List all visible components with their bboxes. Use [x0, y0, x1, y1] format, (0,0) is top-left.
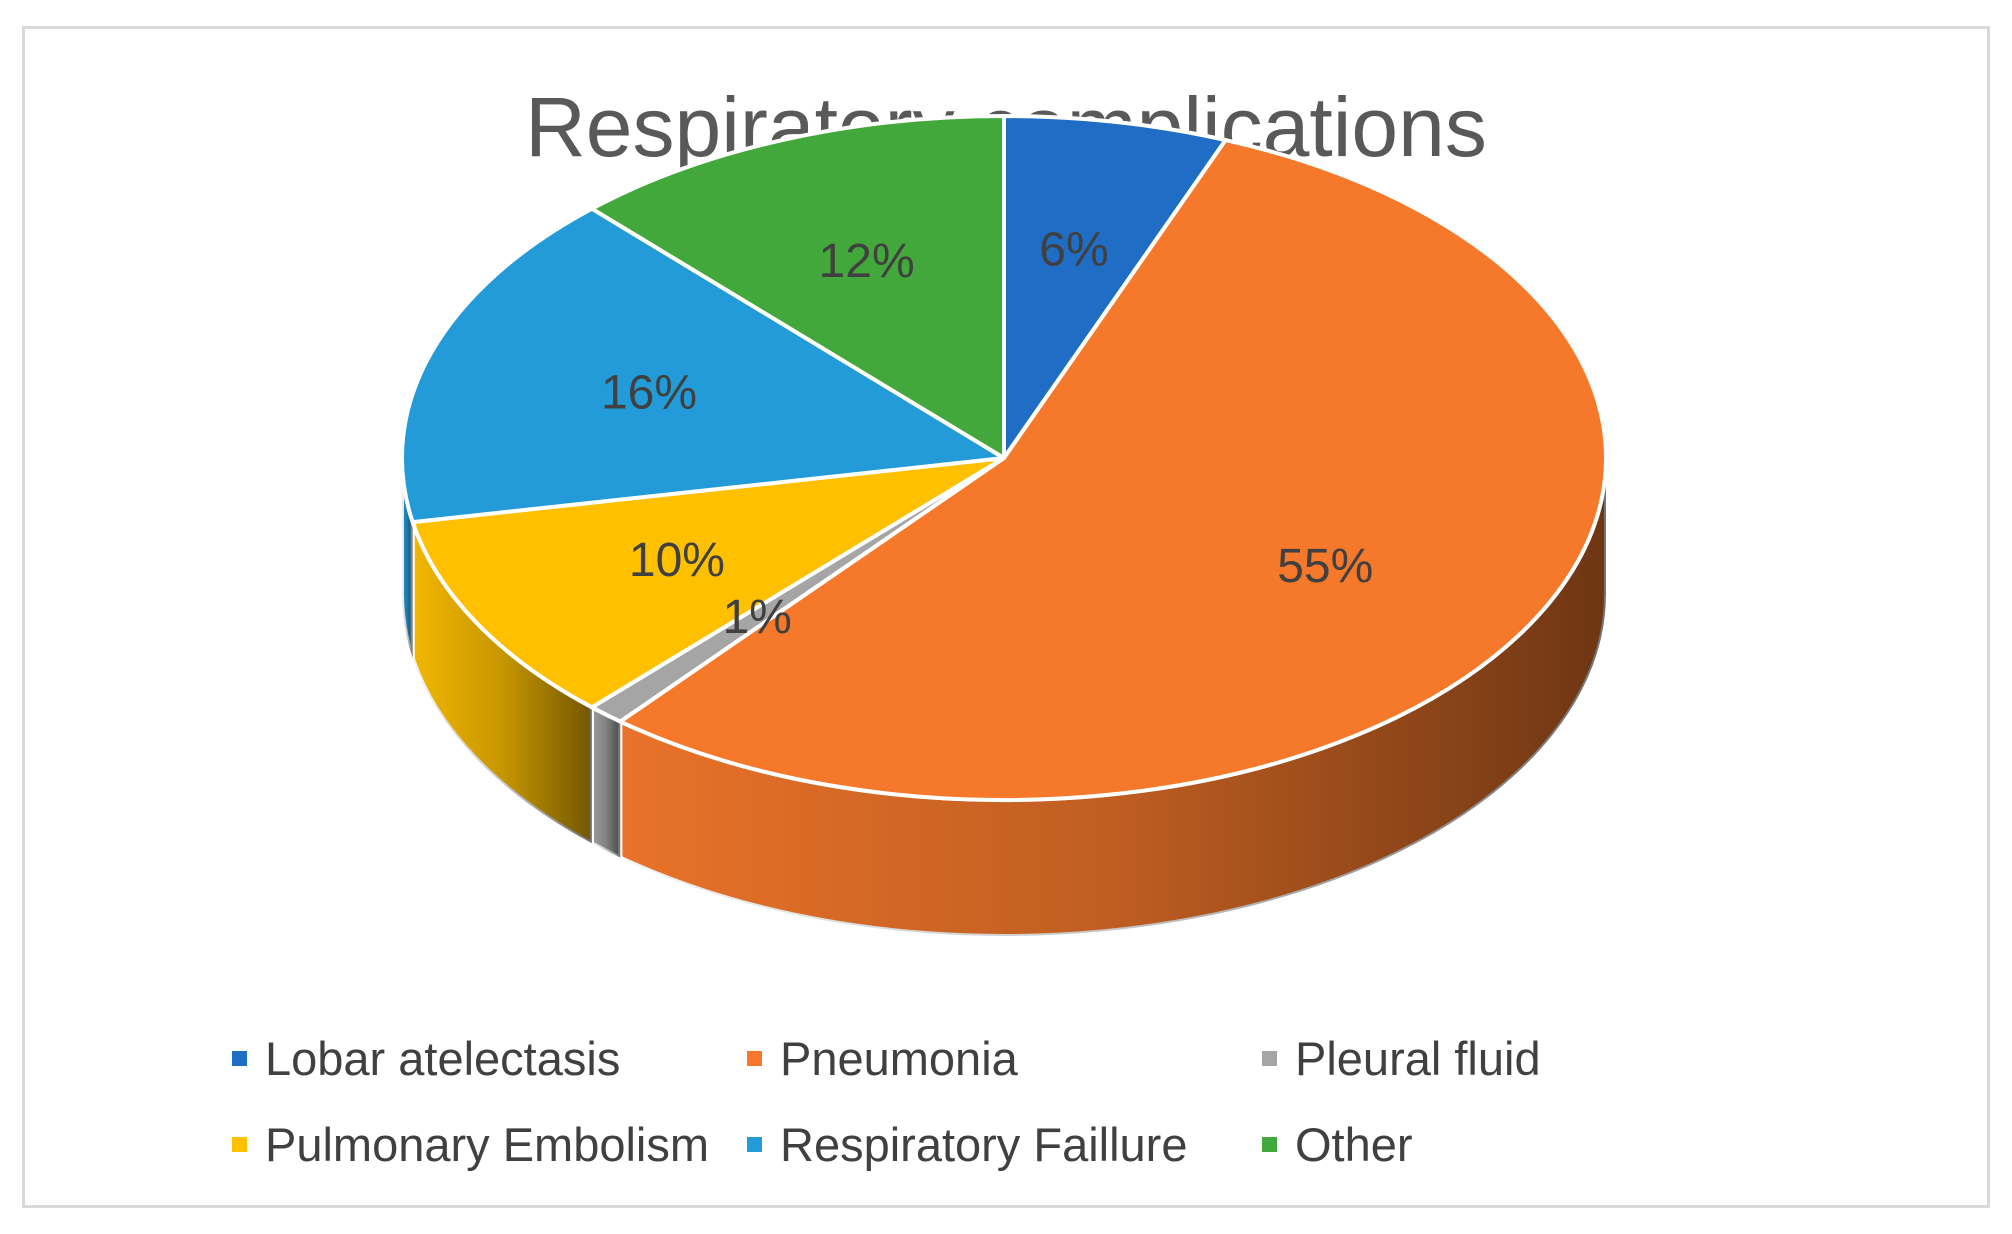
- legend-label: Respiratory Faillure: [780, 1117, 1188, 1171]
- legend-item-pulmonary-embolism: Pulmonary Embolism: [232, 1104, 709, 1184]
- slice-side-shade: [402, 458, 413, 659]
- data-label-pleural-fluid: 1%: [722, 591, 791, 644]
- legend-item-pleural-fluid: Pleural fluid: [1262, 1018, 1541, 1098]
- slice-side-shade: [620, 458, 1606, 936]
- legend-label: Other: [1295, 1117, 1413, 1171]
- legend-swatch: [232, 1136, 247, 1152]
- legend-label: Pleural fluid: [1295, 1031, 1541, 1085]
- legend-swatch: [747, 1050, 762, 1066]
- data-label-pulmonary-embolism: 10%: [629, 534, 725, 587]
- data-label-respiratory-faillure: 16%: [601, 366, 697, 419]
- legend-label: Pulmonary Embolism: [265, 1117, 710, 1171]
- legend-swatch: [1262, 1050, 1277, 1066]
- slice-pneumonia[interactable]: [618, 138, 1608, 802]
- legend-item-other: Other: [1262, 1104, 1413, 1184]
- legend-swatch: [1262, 1136, 1277, 1152]
- legend-item-respiratory-faillure: Respiratory Faillure: [747, 1104, 1187, 1184]
- legend-swatch: [232, 1050, 247, 1066]
- data-label-lobar-atelectasis: 6%: [1039, 224, 1108, 277]
- data-label-pneumonia: 55%: [1277, 540, 1373, 593]
- legend-swatch: [747, 1136, 762, 1152]
- legend-item-pneumonia: Pneumonia: [747, 1018, 1018, 1098]
- slice-respiratory-faillure[interactable]: [400, 206, 1006, 525]
- slice-pulmonary-embolism[interactable]: [410, 456, 1006, 710]
- legend-label: Lobar atelectasis: [265, 1031, 621, 1085]
- legend-item-lobar-atelectasis: Lobar atelectasis: [232, 1018, 620, 1098]
- data-label-other: 12%: [819, 235, 915, 288]
- legend-label: Pneumonia: [780, 1031, 1018, 1085]
- slice-other[interactable]: [589, 114, 1006, 460]
- slice-side-shade: [591, 707, 621, 858]
- slice-lobar-atelectasis[interactable]: [1002, 114, 1228, 460]
